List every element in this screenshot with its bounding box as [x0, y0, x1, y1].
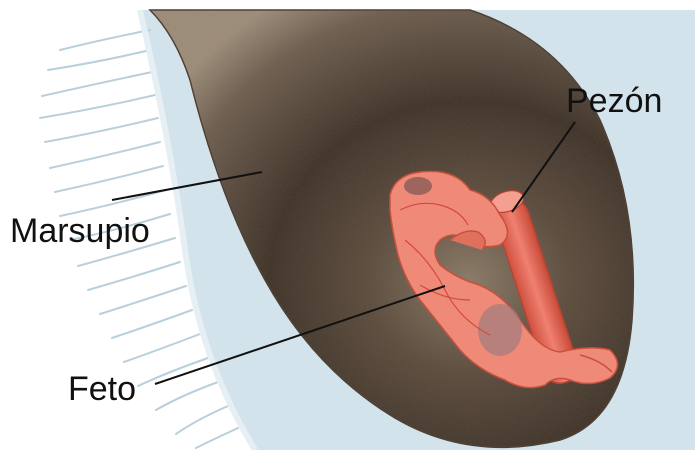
marsupio-label: Marsupio [10, 214, 150, 248]
fetus-eye [404, 177, 432, 195]
pezon-label: Pezón [566, 84, 662, 118]
feto-label: Feto [68, 372, 136, 406]
fetus-organ [478, 304, 522, 356]
